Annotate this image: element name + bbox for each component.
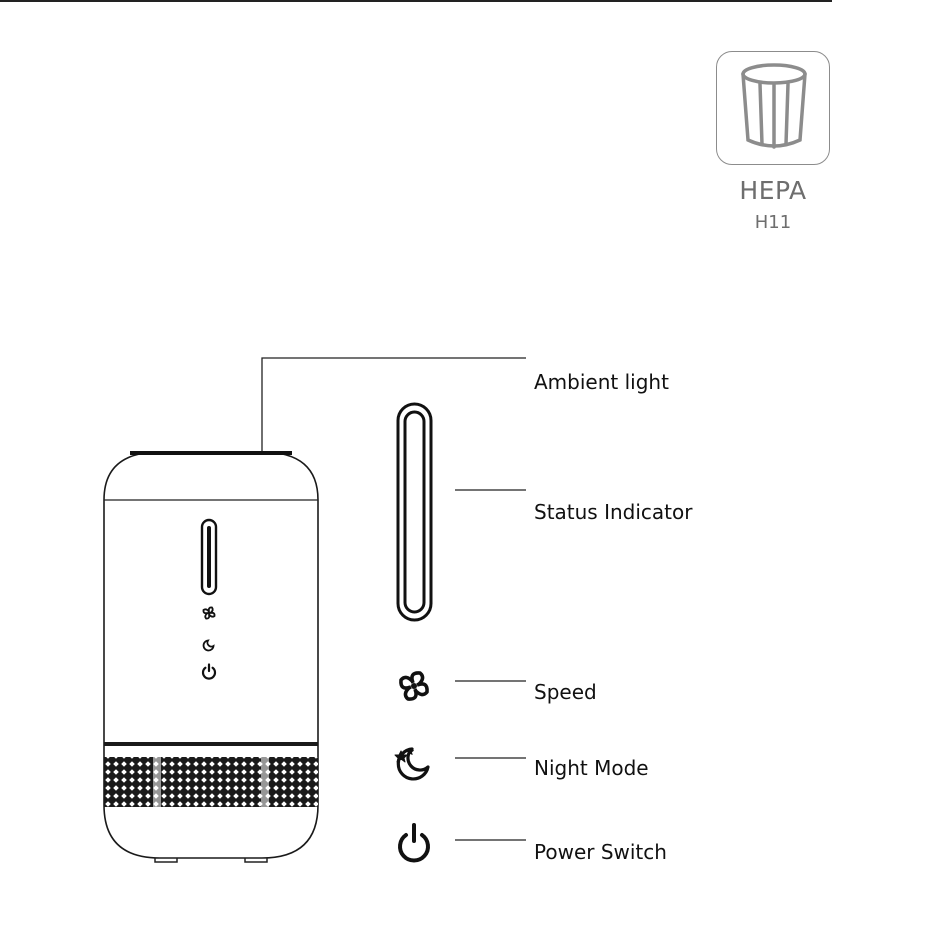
label-status-indicator: Status Indicator [534,500,693,524]
hepa-title: HEPA [739,176,807,205]
air-inlet-grille [104,757,318,807]
ambient-light-leader [261,357,526,452]
label-night-mode: Night Mode [534,756,649,780]
device-status-bar [200,518,218,596]
label-power-switch: Power Switch [534,840,667,864]
label-ambient-light: Ambient light [534,370,669,394]
hepa-badge [716,51,830,165]
hepa-subtitle: H11 [754,212,792,233]
label-speed: Speed [534,680,597,704]
purifier-body [103,451,319,863]
status-light-bar-icon [396,402,433,622]
fan-icon [399,671,429,701]
device-power-icon [201,663,217,680]
moon-stars-icon [394,747,430,781]
filter-cylinder-icon [741,63,807,149]
top-rule [0,0,832,2]
device-fan-icon [202,606,216,620]
power-icon [398,823,430,863]
device-moon-icon [202,639,215,652]
